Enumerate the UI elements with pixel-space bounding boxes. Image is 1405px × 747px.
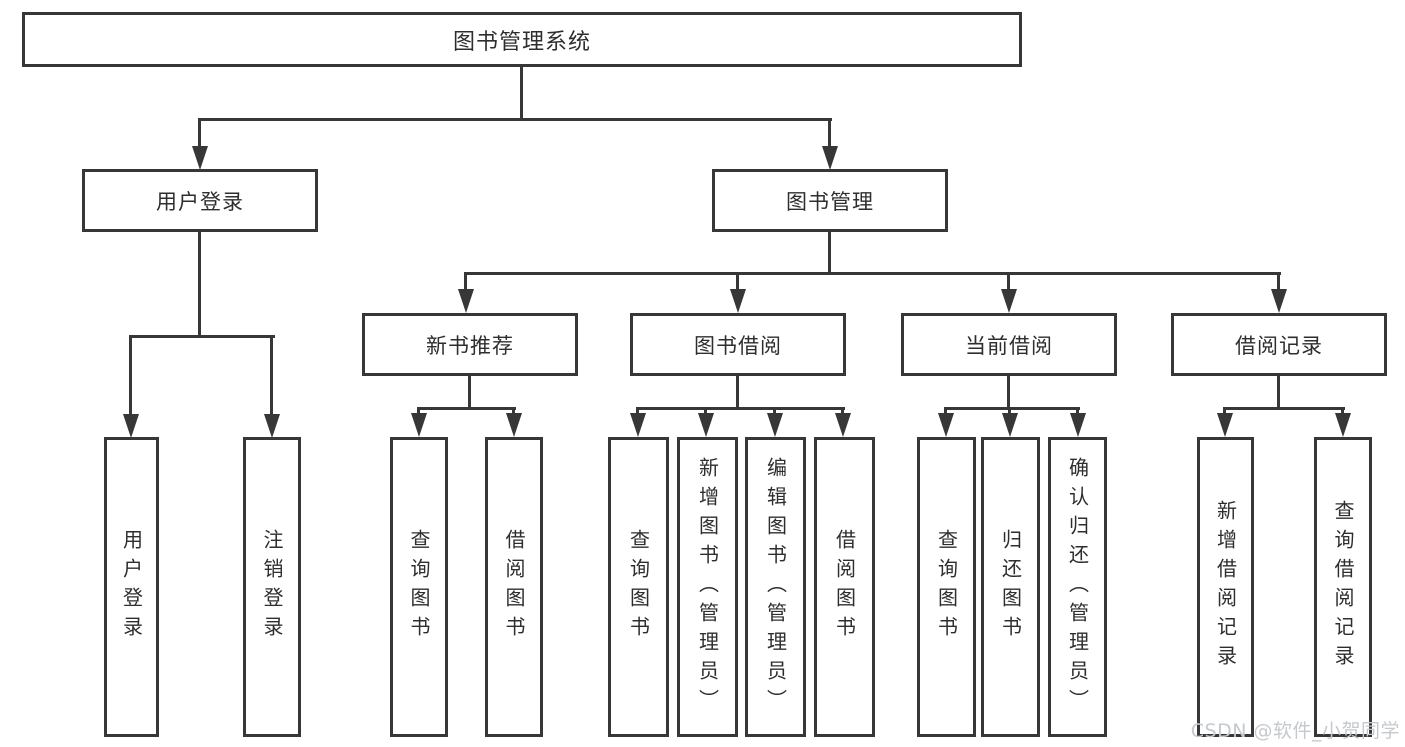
connector-line [198, 232, 201, 335]
node-label: 新书推荐 [426, 333, 514, 358]
connector-line [944, 407, 1080, 410]
leaf-query-borrow-record: 查询借阅记录 [1314, 437, 1372, 737]
leaf-return-books: 归还图书 [981, 437, 1040, 737]
node-label: 归还图书 [998, 529, 1023, 645]
node-label: 借阅图书 [502, 529, 526, 645]
leaf-add-borrow-record: 新增借阅记录 [1197, 437, 1254, 737]
node-label: 图书管理 [786, 189, 874, 214]
node-label: 注销登录 [260, 529, 284, 645]
csdn-watermark: CSDN @软件_小贺同学 [1190, 720, 1400, 742]
connector-line [520, 67, 523, 118]
leaf-edit-books-admin: 编辑图书（管理员） [745, 437, 806, 737]
node-label: 查询图书 [934, 529, 959, 645]
connector-line [1007, 275, 1010, 292]
arrow-down-icon [123, 414, 139, 438]
node-book-management: 图书管理 [712, 169, 948, 232]
node-label: 用户登录 [156, 189, 244, 214]
connector-line [1007, 376, 1010, 407]
node-label: 用户登录 [119, 529, 144, 645]
arrow-down-icon [1070, 413, 1086, 437]
arrow-down-icon [822, 146, 838, 170]
node-current-borrow: 当前借阅 [901, 313, 1117, 376]
connector-line [198, 121, 201, 147]
arrow-down-icon [730, 289, 746, 313]
connector-line [468, 376, 471, 407]
arrow-down-icon [835, 413, 851, 437]
node-label: 图书借阅 [694, 333, 782, 358]
leaf-borrow-books-recommend: 借阅图书 [485, 437, 543, 737]
connector-line [464, 275, 467, 292]
leaf-query-books-borrow: 查询图书 [608, 437, 669, 737]
connector-line [129, 335, 275, 338]
node-label: 借阅记录 [1235, 333, 1323, 358]
node-borrow-record: 借阅记录 [1171, 313, 1387, 376]
connector-line [736, 275, 739, 292]
connector-line [1223, 407, 1345, 410]
connector-line [736, 376, 739, 407]
connector-line [270, 338, 273, 416]
arrow-down-icon [458, 289, 474, 313]
arrow-down-icon [938, 413, 954, 437]
leaf-logout: 注销登录 [243, 437, 301, 737]
node-new-book-recommend: 新书推荐 [362, 313, 578, 376]
leaf-query-books-recommend: 查询图书 [390, 437, 448, 737]
node-user-login: 用户登录 [82, 169, 318, 232]
connector-line [828, 121, 831, 147]
leaf-query-books-current: 查询图书 [917, 437, 976, 737]
arrow-down-icon [1271, 289, 1287, 313]
arrow-down-icon [264, 414, 280, 438]
arrow-down-icon [1335, 413, 1351, 437]
node-label: 借阅图书 [832, 529, 857, 645]
leaf-borrow-books: 借阅图书 [814, 437, 875, 737]
connector-line [129, 338, 132, 416]
arrow-down-icon [698, 413, 714, 437]
connector-line [417, 407, 516, 410]
leaf-confirm-return-admin: 确认归还（管理员） [1048, 437, 1107, 737]
arrow-down-icon [192, 146, 208, 170]
arrow-down-icon [1217, 413, 1233, 437]
connector-line [464, 272, 1281, 275]
leaf-user-login: 用户登录 [104, 437, 159, 737]
leaf-add-books-admin: 新增图书（管理员） [677, 437, 738, 737]
arrow-down-icon [411, 413, 427, 437]
node-label: 确认归还（管理员） [1065, 456, 1090, 718]
node-library-management-system: 图书管理系统 [22, 12, 1022, 67]
arrow-down-icon [630, 413, 646, 437]
arrow-down-icon [1001, 289, 1017, 313]
connector-line [1277, 275, 1280, 292]
connector-line [198, 118, 832, 121]
node-book-borrow: 图书借阅 [630, 313, 846, 376]
node-label: 查询图书 [626, 529, 651, 645]
node-label: 新增借阅记录 [1213, 500, 1238, 674]
node-label: 查询借阅记录 [1331, 500, 1355, 674]
connector-line [1277, 376, 1280, 407]
node-label: 编辑图书（管理员） [763, 456, 788, 718]
node-label: 新增图书（管理员） [695, 456, 720, 718]
arrow-down-icon [506, 413, 522, 437]
node-label: 查询图书 [407, 529, 431, 645]
node-label: 当前借阅 [965, 333, 1053, 358]
arrow-down-icon [767, 413, 783, 437]
connector-line [636, 407, 845, 410]
node-label: 图书管理系统 [452, 29, 591, 55]
connector-line [828, 232, 831, 272]
arrow-down-icon [1002, 413, 1018, 437]
